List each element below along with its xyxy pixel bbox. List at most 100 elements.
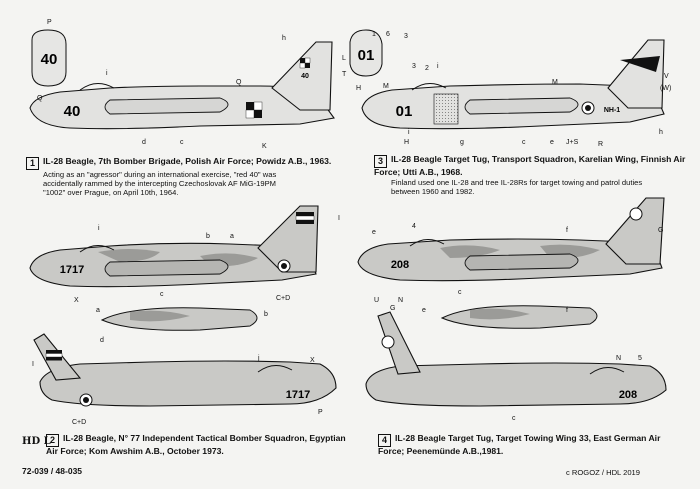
camo-patch — [440, 245, 500, 258]
aircraft-2-profile — [29, 205, 337, 407]
callout-label: K — [262, 143, 267, 150]
callout-label: T — [342, 71, 347, 78]
caption-title: IL-28 Beagle, N° 77 Independent Tactical… — [46, 433, 346, 456]
aircraft-4-callouts: e 4 f G U N c — [372, 223, 663, 304]
polish-code-fin: 40 — [301, 73, 309, 80]
flag-stripe — [45, 353, 63, 358]
callout-label: C+D — [276, 295, 290, 302]
callout-label: U — [374, 297, 379, 304]
callout-label: c — [522, 139, 526, 146]
caption-note: Acting as an "agressor" during an intern… — [43, 170, 277, 198]
callout-label: e — [550, 139, 554, 146]
callout-label: f — [566, 307, 568, 314]
flag-stripe — [46, 357, 62, 361]
tail-fin-lower — [377, 311, 421, 375]
callout-label: 6 — [386, 31, 390, 38]
callout-label: G — [658, 227, 663, 234]
finnish-code-front: 01 — [358, 47, 375, 64]
callout-label: i — [106, 70, 108, 77]
nacelle-top-view — [100, 307, 258, 331]
callout-label: P — [47, 19, 52, 26]
callout-label: d — [100, 337, 104, 344]
callout-label: (W) — [660, 85, 671, 92]
engine-nacelle — [464, 253, 579, 271]
hdl-logo: HD L — [22, 436, 51, 447]
caption-title: IL-28 Beagle Target Tug, Target Towing W… — [378, 433, 661, 456]
nose-front-view — [349, 29, 383, 77]
polish-code-nose-front: 40 — [41, 51, 58, 68]
camo-patch — [130, 310, 190, 322]
callout-label: 3 — [412, 63, 416, 70]
callout-label: 5 — [638, 355, 642, 362]
engine-nacelle — [104, 259, 229, 277]
callout-label: e — [372, 229, 376, 236]
callout-label: b — [206, 233, 210, 240]
callout-label: c — [458, 289, 462, 296]
callout-label: V — [664, 73, 669, 80]
canopy — [589, 367, 625, 375]
gdr-emblem-fin — [629, 207, 643, 221]
aircraft-4-lower-callouts: e f G N 5 c — [390, 305, 642, 422]
fin-tip-black — [620, 56, 660, 72]
canopy — [257, 365, 293, 373]
callout-label: P — [318, 409, 323, 416]
aircraft-1-callouts: P Q i h L T Q d c K — [37, 19, 347, 150]
callout-label: L — [342, 55, 346, 62]
gdr-code-side: 208 — [391, 259, 409, 271]
fuselage-lower-view — [39, 360, 337, 407]
callout-label: R — [598, 141, 603, 148]
finnish-roundel-center — [585, 105, 591, 111]
callout-label: M — [383, 83, 389, 90]
callout-label: d — [142, 139, 146, 146]
callout-label: 2 — [425, 65, 429, 72]
callout-label: h — [659, 129, 663, 136]
egypt-roundel-center — [281, 263, 287, 269]
finnish-code-side: 01 — [396, 103, 413, 120]
callout-label: H — [404, 139, 409, 146]
callout-label: c — [160, 291, 164, 298]
nacelle-top-view — [440, 305, 598, 329]
callout-label: i — [408, 129, 410, 136]
camo-patch — [98, 249, 160, 262]
copyright: c ROGOZ / HDL 2019 — [566, 468, 640, 477]
callout-label: c — [512, 415, 516, 422]
callout-label: J+S — [566, 139, 579, 146]
callout-label: M — [552, 79, 558, 86]
callout-label: 1 — [372, 31, 376, 38]
egyptian-code-lower: 1717 — [286, 389, 310, 401]
aircraft-3-callouts: 1 6 3 i 3 2 H M V (W) M H g c e J+S R h … — [356, 31, 671, 148]
polish-checker-fin — [299, 57, 311, 69]
flag-stripe — [295, 215, 315, 221]
egyptian-code-side: 1717 — [60, 264, 84, 276]
aircraft-2-callouts: i b a I X C+D b a c d — [74, 215, 340, 344]
callout-label: X — [74, 297, 79, 304]
aircraft-2-lower-callouts: I j X C+D P — [32, 355, 323, 426]
canopy — [79, 83, 115, 91]
caption-title: IL-28 Beagle Target Tug, Transport Squad… — [374, 154, 686, 177]
gdr-emblem-fin — [381, 335, 395, 349]
callout-label: a — [96, 307, 100, 314]
aircraft-1-profile — [29, 29, 335, 130]
callout-label: Q — [236, 79, 242, 86]
callout-label: C+D — [72, 419, 86, 426]
callout-label: G — [390, 305, 395, 312]
polish-checker-fuselage — [245, 101, 263, 119]
callout-label: 4 — [412, 223, 416, 230]
caption-number: 1 — [26, 157, 39, 170]
tail-fin — [271, 41, 333, 111]
callout-label: g — [460, 139, 464, 146]
aircraft-4-profile — [357, 197, 667, 407]
callout-label: X — [310, 357, 315, 364]
callout-label: h — [282, 35, 286, 42]
callout-label: N — [398, 297, 403, 304]
callout-label: N — [616, 355, 621, 362]
aircraft-3-profile — [349, 29, 665, 130]
callout-label: I — [338, 215, 340, 222]
flag-stripe — [296, 212, 314, 216]
egypt-roundel-center — [83, 397, 89, 403]
